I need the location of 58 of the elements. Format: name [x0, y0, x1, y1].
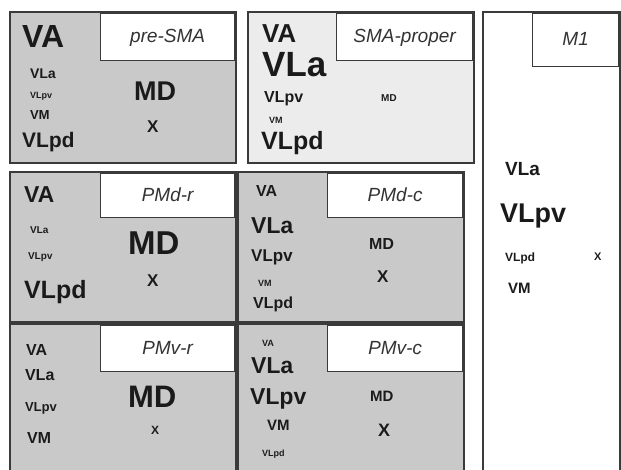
- nucleus-label: VLpv: [30, 91, 52, 100]
- nucleus-label: VA: [262, 339, 274, 348]
- nucleus-label: VLa: [25, 368, 54, 384]
- region-title: PMv-c: [327, 325, 463, 372]
- nucleus-label: VM: [269, 116, 282, 125]
- nucleus-label: VLpv: [25, 400, 57, 413]
- nucleus-label: MD: [128, 381, 176, 412]
- region-panel: [9, 11, 237, 164]
- nucleus-label: VA: [256, 184, 278, 200]
- nucleus-label: VLpd: [253, 296, 293, 312]
- region-panel: [482, 11, 621, 470]
- region-panel: [9, 323, 237, 470]
- region-panel: [9, 171, 237, 323]
- nucleus-label: MD: [370, 389, 394, 404]
- nucleus-label: VLa: [251, 354, 294, 377]
- nucleus-label: X: [378, 421, 390, 439]
- region-title: pre-SMA: [100, 13, 235, 61]
- nucleus-label: VLpv: [250, 385, 306, 408]
- nucleus-label: VLa: [30, 226, 48, 236]
- nucleus-label: VLa: [262, 47, 326, 82]
- nucleus-label: VLpv: [251, 247, 293, 264]
- nucleus-label: VA: [22, 20, 64, 52]
- nucleus-label: VLpv: [264, 90, 304, 106]
- nucleus-label: X: [147, 272, 158, 289]
- region-title: SMA-proper: [336, 13, 473, 61]
- nucleus-label: VA: [262, 20, 296, 46]
- nucleus-label: VLpd: [24, 278, 86, 303]
- nucleus-label: VLpd: [505, 251, 535, 263]
- nucleus-label: VLpd: [261, 129, 324, 154]
- nucleus-label: MD: [128, 226, 180, 259]
- nucleus-label: VM: [267, 418, 290, 433]
- nucleus-label: VLa: [30, 66, 56, 80]
- nucleus-label: VM: [30, 108, 50, 121]
- nucleus-label: VA: [26, 343, 48, 359]
- nucleus-label: MD: [369, 237, 394, 253]
- region-title: M1: [532, 13, 619, 67]
- nucleus-label: VM: [258, 279, 272, 288]
- nucleus-label: VLa: [251, 214, 294, 237]
- region-panel: [237, 171, 465, 323]
- region-panel: [247, 11, 475, 164]
- nucleus-label: VM: [27, 431, 51, 447]
- nucleus-label: VLpd: [262, 449, 284, 458]
- nucleus-label: VLpv: [28, 252, 52, 262]
- nucleus-label: VLa: [505, 160, 540, 179]
- nucleus-label: MD: [381, 94, 397, 104]
- nucleus-label: X: [377, 268, 388, 285]
- region-title: PMd-c: [327, 173, 463, 218]
- region-panel: [237, 323, 465, 470]
- nucleus-label: VA: [24, 183, 54, 206]
- nucleus-label: X: [151, 424, 160, 436]
- nucleus-label: MD: [134, 78, 176, 105]
- nucleus-label: X: [594, 252, 602, 263]
- nucleus-label: VLpd: [22, 130, 74, 151]
- nucleus-label: VM: [508, 281, 530, 296]
- nucleus-label: VLpv: [500, 200, 566, 227]
- nucleus-label: X: [147, 118, 158, 135]
- region-title: PMv-r: [100, 325, 235, 372]
- region-title: PMd-r: [100, 173, 235, 218]
